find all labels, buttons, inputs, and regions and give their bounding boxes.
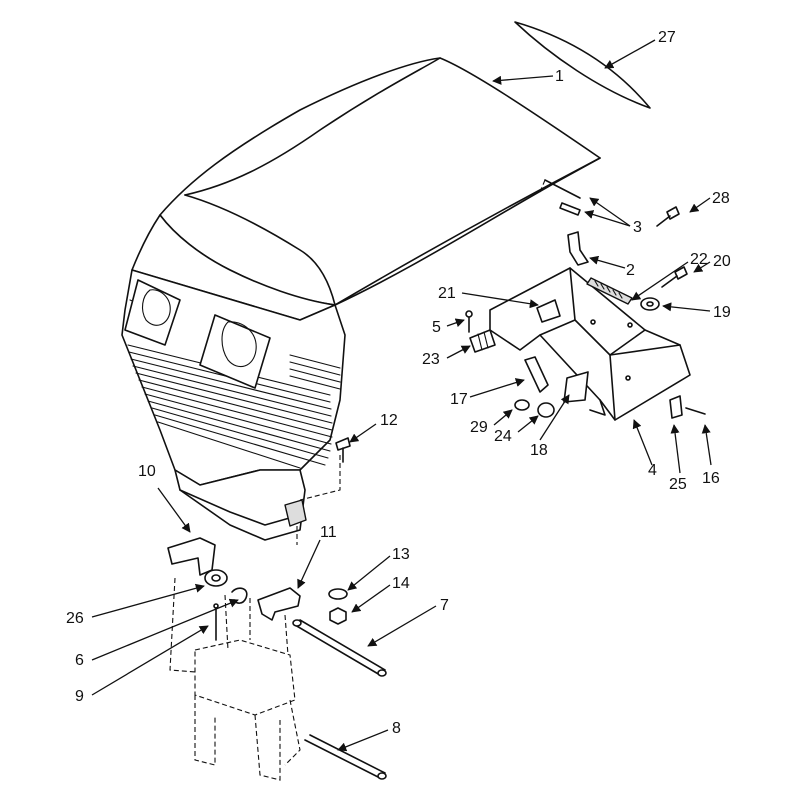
callout-26: 26 <box>66 610 84 627</box>
rod-7 <box>292 619 387 677</box>
callout-4: 4 <box>648 462 657 479</box>
callout-labels: 1 2 3 4 5 6 7 8 9 10 11 12 13 14 16 17 1… <box>66 29 731 737</box>
plate-18 <box>563 371 589 403</box>
spring-22 <box>586 277 633 305</box>
pins-3 <box>539 179 581 216</box>
rod-8 <box>304 734 387 780</box>
callout-23: 23 <box>422 351 440 368</box>
callout-3: 3 <box>633 219 642 236</box>
headlight-left <box>124 279 181 346</box>
clip-25 <box>669 395 683 419</box>
callout-13: 13 <box>392 546 410 563</box>
bracket-10 <box>167 537 216 576</box>
bolt-20 <box>661 266 688 288</box>
bushing-24 <box>537 402 555 418</box>
bolt-16 <box>685 407 706 415</box>
washer-13 <box>328 588 348 600</box>
callout-9: 9 <box>75 688 84 705</box>
callout-20: 20 <box>713 253 731 270</box>
bushing-26 <box>204 569 228 587</box>
callout-22: 22 <box>690 251 708 268</box>
callout-7: 7 <box>440 597 449 614</box>
callout-19: 19 <box>713 304 731 321</box>
screw-12 <box>335 437 351 463</box>
callout-1: 1 <box>555 68 564 85</box>
callout-28: 28 <box>712 190 730 207</box>
callout-14: 14 <box>392 575 410 592</box>
leader-lines <box>91 39 712 752</box>
spring-23 <box>469 329 496 353</box>
bolt-28 <box>656 206 680 227</box>
bracket-21 <box>536 299 561 323</box>
bracket-11 <box>257 587 301 621</box>
callout-18: 18 <box>530 442 548 459</box>
callout-6: 6 <box>75 652 84 669</box>
callout-11: 11 <box>320 524 337 541</box>
callout-17: 17 <box>450 391 468 408</box>
callout-16: 16 <box>702 470 720 487</box>
nut-14 <box>329 607 347 625</box>
callout-25: 25 <box>669 476 687 493</box>
link-17 <box>524 356 549 393</box>
callout-12: 12 <box>380 412 398 429</box>
hood-latch <box>284 499 307 527</box>
hood-decal <box>514 21 651 109</box>
nut-29 <box>514 399 530 411</box>
callout-10: 10 <box>138 463 156 480</box>
callout-24: 24 <box>494 428 512 445</box>
callout-5: 5 <box>432 319 441 336</box>
headlight-right <box>199 314 271 389</box>
mounting-frame-dashed <box>169 577 301 781</box>
callout-29: 29 <box>470 419 488 436</box>
latch-2 <box>567 231 589 266</box>
callout-27: 27 <box>658 29 676 46</box>
callout-2: 2 <box>626 262 635 279</box>
hood <box>121 57 601 545</box>
callout-21: 21 <box>438 285 456 302</box>
callout-8: 8 <box>392 720 401 737</box>
hinge-bracket-assembly <box>489 267 691 421</box>
